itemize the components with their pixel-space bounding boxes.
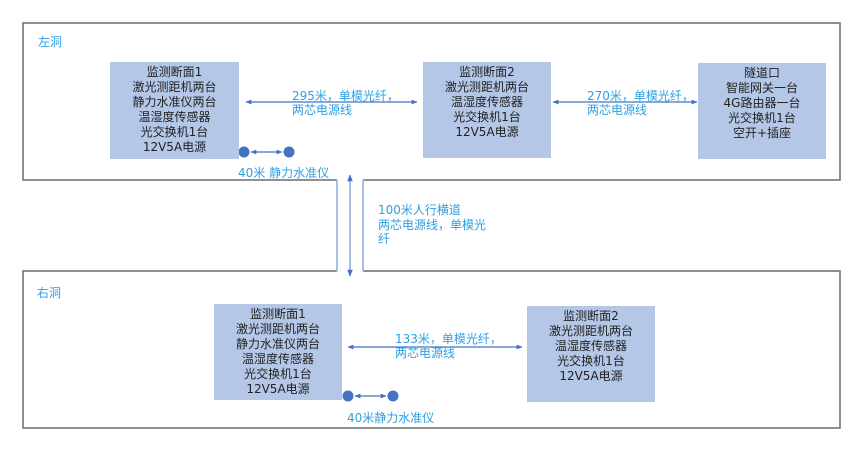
tunnel-entrance-box: 隧道口 智能网关一台 4G路由器一台 光交换机1台 空开+插座	[698, 63, 826, 159]
box-line: 隧道口	[743, 66, 780, 80]
box-line: 4G路由器一台	[723, 96, 801, 110]
box-line: 智能网关一台	[725, 81, 798, 95]
cross-label-line: 两芯电源线，单模光	[378, 217, 487, 232]
box-line: 静力水准仪两台	[132, 95, 217, 109]
box-line: 监测断面1	[250, 307, 306, 321]
box-line: 光交换机1台	[140, 125, 209, 139]
box-line: 激光测距机两台	[132, 80, 217, 94]
box-line: 监测断面2	[459, 65, 515, 79]
right-level-label: 40米静力水准仪	[347, 411, 435, 425]
box-line: 光交换机1台	[453, 110, 521, 124]
box-line: 激光测距机两台	[235, 322, 320, 336]
box-line: 监测断面1	[146, 65, 203, 79]
right-level-sensor-1	[342, 390, 354, 402]
link-label-line: 两芯电源线	[292, 103, 353, 117]
box-line: 静力水准仪两台	[235, 337, 320, 351]
box-line: 激光测距机两台	[444, 80, 529, 94]
box-line: 12V5A电源	[142, 140, 207, 154]
link-label-line: 两芯电源线	[587, 103, 648, 117]
cross-label-line: 100米人行横道	[378, 203, 461, 217]
box-line: 光交换机1台	[557, 354, 625, 368]
box-line: 温湿度传感器	[450, 95, 523, 109]
box-line: 光交换机1台	[244, 367, 312, 381]
left-level-label: 40米 静力水准仪	[238, 166, 330, 180]
box-line: 光交换机1台	[728, 111, 796, 125]
left-tunnel-title: 左洞	[38, 35, 63, 49]
link-label-line: 270米，单模光纤，	[587, 89, 694, 103]
cross-label-line: 纤	[378, 232, 391, 246]
left-level-sensor-1	[238, 146, 250, 158]
right-level-sensor-2	[387, 390, 399, 402]
box-line: 温湿度传感器	[554, 339, 627, 353]
cross-passage-label: 100米人行横道 两芯电源线，单模光 纤	[378, 203, 486, 247]
right-tunnel-outline	[22, 270, 841, 429]
link-label-line: 两芯电源线	[395, 346, 456, 360]
box-line: 空开+插座	[732, 126, 792, 140]
right-tunnel-title: 右洞	[37, 286, 62, 300]
box-line: 监测断面2	[563, 309, 619, 323]
left-tunnel-outline	[22, 22, 841, 181]
right-link-1-label: 133米，单模光纤， 两芯电源线	[395, 332, 502, 360]
link-label-line: 295米，单模光纤，	[292, 89, 399, 103]
box-line: 12V5A电源	[246, 382, 310, 396]
link-label-line: 133米，单模光纤，	[395, 332, 502, 346]
box-line: 温湿度传感器	[241, 352, 314, 366]
right-section-2-box: 监测断面2 激光测距机两台 温湿度传感器 光交换机1台 12V5A电源	[527, 306, 655, 402]
left-link-2-label: 270米，单模光纤， 两芯电源线	[587, 89, 694, 117]
left-section-1-box: 监测断面1 激光测距机两台 静力水准仪两台 温湿度传感器 光交换机1台 12V5…	[110, 62, 239, 159]
right-section-1-box: 监测断面1 激光测距机两台 静力水准仪两台 温湿度传感器 光交换机1台 12V5…	[214, 304, 342, 400]
box-line: 12V5A电源	[455, 125, 519, 139]
left-level-sensor-2	[283, 146, 295, 158]
box-line: 温湿度传感器	[138, 110, 211, 124]
left-link-1-label: 295米，单模光纤， 两芯电源线	[292, 89, 399, 117]
box-line: 12V5A电源	[559, 369, 623, 383]
left-section-2-box: 监测断面2 激光测距机两台 温湿度传感器 光交换机1台 12V5A电源	[423, 62, 551, 158]
box-line: 激光测距机两台	[548, 324, 633, 338]
